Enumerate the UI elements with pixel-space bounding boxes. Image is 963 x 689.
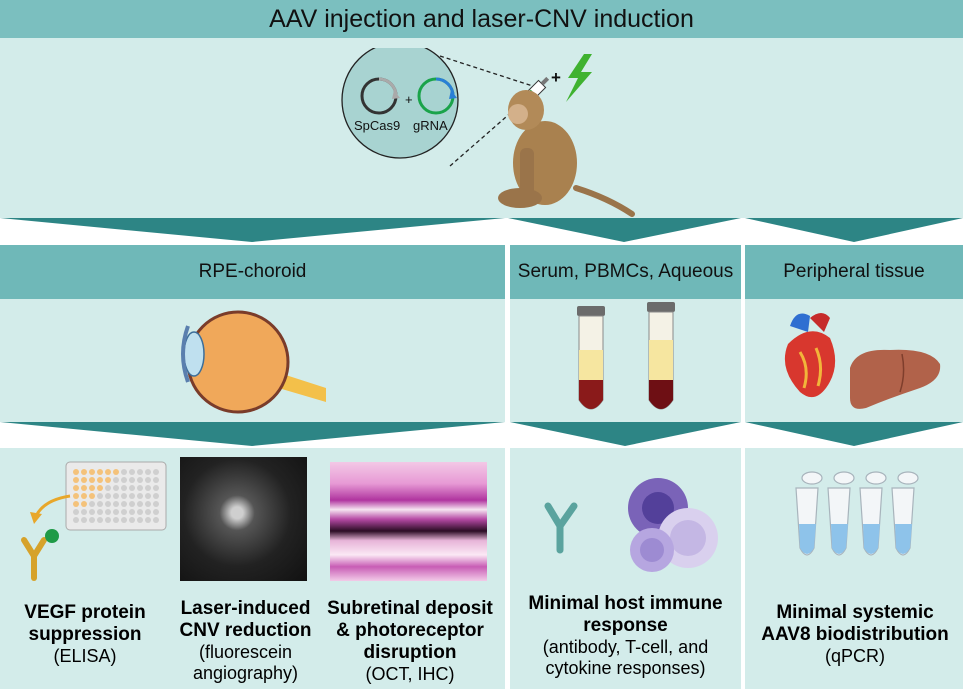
finding-vegf-title: VEGF protein suppression: [24, 602, 146, 645]
finding-immune: Minimal host immune response (antibody, …: [513, 593, 738, 679]
header-serum: Serum, PBMCs, Aqueous: [510, 245, 741, 299]
antibody-icon: [544, 502, 578, 554]
eye-icon: [181, 310, 326, 414]
serum-panel: [510, 299, 741, 422]
serum-findings-panel: [510, 448, 741, 689]
finding-biodistribution-method: (qPCR): [824, 646, 885, 666]
elisa-illustration: [21, 461, 167, 581]
blood-tube-icon-1: [577, 306, 605, 410]
finding-biodistribution: Minimal systemic AAV8 biodistribution (q…: [750, 602, 960, 667]
finding-vegf-method: (ELISA): [53, 646, 117, 666]
plasmid-plus: +: [405, 92, 413, 107]
injection-plus: +: [551, 68, 561, 87]
magnifier-line-top: [439, 55, 546, 91]
well-plate-icon: [65, 461, 167, 531]
finding-cnv: Laser-induced CNV reduction (fluorescein…: [163, 598, 328, 684]
immune-cells-icon: [628, 478, 718, 572]
antibody-icon-elisa: [21, 529, 59, 581]
finding-subretinal-method: (OCT, IHC): [365, 664, 455, 684]
finding-subretinal-title: Subretinal deposit & photoreceptor disru…: [327, 598, 493, 663]
liver-icon: [850, 349, 941, 409]
immune-illustration: [544, 478, 718, 572]
finding-vegf: VEGF protein suppression (ELISA): [0, 602, 170, 667]
angiography-image: [180, 457, 307, 581]
header-peripheral: Peripheral tissue: [745, 245, 963, 299]
organs-illustration: [784, 313, 941, 409]
chevron-peripheral-bottom: [745, 422, 963, 446]
plasmid-label-grna: gRNA: [413, 118, 448, 133]
chevron-rpe-bottom: [0, 422, 505, 446]
injection-panel: [0, 38, 963, 218]
chevron-serum-bottom: [510, 422, 741, 446]
title-bar: [0, 0, 963, 38]
blood-tubes: [577, 302, 675, 410]
chevron-peripheral: [745, 218, 963, 242]
histology-image: [330, 462, 487, 581]
blood-tube-icon-2: [647, 302, 675, 410]
pcr-tubes-icon: [795, 471, 919, 556]
top-chevrons: [0, 218, 963, 242]
finding-subretinal: Subretinal deposit & photoreceptor disru…: [318, 598, 502, 685]
monkey-icon: [498, 90, 635, 217]
chevron-rpe: [0, 218, 505, 242]
injection-illustration: [341, 48, 635, 217]
finding-immune-method: (antibody, T-cell, and cytokine response…: [542, 637, 709, 678]
plasmid-icon-spcas9: [360, 77, 400, 115]
header-rpe-choroid: RPE-choroid: [0, 245, 505, 299]
heart-icon: [784, 313, 836, 398]
plasmid-circle: [341, 48, 459, 159]
finding-biodistribution-title: Minimal systemic AAV8 biodistribution: [761, 602, 949, 645]
finding-cnv-title: Laser-induced CNV reduction: [179, 598, 312, 641]
finding-cnv-method: (fluorescein angiography): [192, 642, 299, 683]
finding-immune-title: Minimal host immune response: [528, 593, 723, 636]
page-title: AAV injection and laser-CNV induction: [269, 5, 694, 33]
plasmid-icon-grna: [417, 77, 457, 115]
lightning-icon: [566, 54, 592, 102]
peripheral-findings-panel: [745, 448, 963, 689]
chevron-serum: [508, 218, 741, 242]
plasmid-label-spcas9: SpCas9: [354, 118, 401, 133]
